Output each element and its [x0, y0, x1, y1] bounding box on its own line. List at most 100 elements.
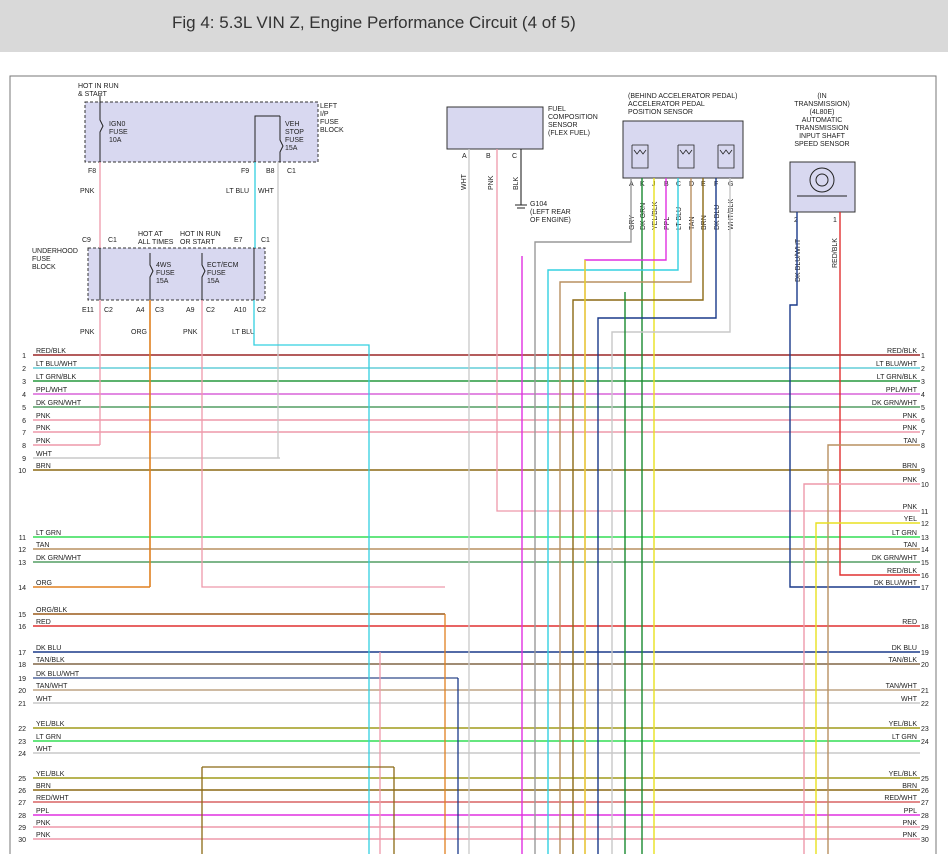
row-label: PPL	[36, 808, 49, 815]
speed-sensor-icon	[815, 173, 829, 187]
row-label: PNK	[36, 425, 51, 432]
row-label: LT GRN	[892, 734, 917, 741]
row-label: YEL	[904, 516, 917, 523]
row-number: 13	[18, 560, 26, 567]
title-bar: Fig 4: 5.3L VIN Z, Engine Performance Ci…	[0, 0, 948, 52]
row-number: 24	[18, 751, 26, 758]
row-label: DK BLU	[892, 645, 917, 652]
row-label: RED/WHT	[884, 795, 917, 802]
wire-app-G	[611, 178, 731, 854]
row-number: 9	[22, 456, 26, 463]
wire-app-D	[559, 178, 692, 854]
row-label: PPL/WHT	[886, 387, 918, 394]
row-number: 5	[921, 405, 925, 412]
row-label: LT GRN/BLK	[36, 374, 77, 381]
row-label: TAN/BLK	[36, 657, 65, 664]
wire-label: PNK	[80, 188, 95, 195]
row-number: 15	[18, 612, 26, 619]
row-label: YEL/BLK	[889, 771, 918, 778]
wire-label: LT BLU	[676, 207, 683, 230]
row-label: PNK	[903, 832, 918, 839]
input-shaft-speed-sensor	[789, 161, 856, 213]
row-label: YEL/BLK	[36, 721, 65, 728]
row-number: 6	[22, 418, 26, 425]
pin-label: 1	[833, 217, 837, 224]
row-label: DK GRN/WHT	[36, 400, 82, 407]
row-number: 24	[921, 739, 929, 746]
row-number: 11	[921, 509, 928, 516]
row-label: PNK	[36, 413, 51, 420]
wire-label: ORG	[131, 329, 147, 336]
wire-pnk	[496, 149, 920, 512]
page-title: Fig 4: 5.3L VIN Z, Engine Performance Ci…	[172, 13, 576, 32]
row-label: RED/BLK	[887, 348, 917, 355]
wire-yel	[815, 522, 920, 854]
row-number: 10	[18, 468, 26, 475]
sensor-label: TRANSMISSION	[795, 125, 848, 132]
row-number: 12	[921, 521, 929, 528]
pin-label: 2	[794, 217, 798, 224]
wire-label: YEL/BLK	[652, 201, 659, 230]
row-number: 13	[921, 535, 929, 542]
wire-label: DK BLU	[714, 205, 721, 230]
wire-label: PNK	[183, 329, 198, 336]
row-number: 20	[18, 688, 26, 695]
fuse-element	[99, 95, 104, 162]
sensor-label: (FLEX FUEL)	[548, 130, 590, 137]
row-number: 30	[921, 837, 929, 844]
row-label: LT GRN	[892, 530, 917, 537]
row-label: BRN	[36, 463, 51, 470]
fuse-block-label: UNDERHOOD	[32, 248, 78, 255]
sensor-label: SENSOR	[548, 122, 578, 129]
row-label: LT GRN	[36, 530, 61, 537]
row-label: ORG/BLK	[36, 607, 67, 614]
hot-label: HOT AT	[138, 231, 163, 238]
row-number: 18	[921, 624, 929, 631]
ground-label: G104	[530, 201, 547, 208]
sensor-label: TRANSMISSION)	[794, 101, 850, 108]
pin-label: E11	[82, 307, 94, 314]
pin-label: F8	[88, 168, 96, 175]
sensor-label: (IN	[817, 93, 826, 100]
wire-pnk	[803, 483, 920, 854]
wire-tan	[827, 444, 920, 854]
wire-label: LT BLU	[226, 188, 249, 195]
wire-label: DK GRN	[640, 203, 647, 230]
row-number: 18	[18, 662, 26, 669]
fuse-label: 15A	[285, 145, 298, 152]
row-number: 29	[921, 825, 929, 832]
sensor-element	[717, 144, 735, 169]
ground-label: (LEFT REAR	[530, 209, 571, 216]
sensor-element	[677, 144, 695, 169]
sensor-label: AUTOMATIC	[802, 117, 843, 124]
pin-label: C2	[257, 307, 266, 314]
row-label: RED	[902, 619, 917, 626]
row-number: 29	[18, 825, 26, 832]
fuse-label: FUSE	[207, 270, 226, 277]
row-label: PNK	[36, 438, 51, 445]
row-number: 15	[921, 560, 929, 567]
row-number: 20	[921, 662, 929, 669]
row-label: TAN	[36, 542, 49, 549]
wire-label: PNK	[488, 175, 495, 190]
pin-label: C1	[108, 237, 117, 244]
row-label: LT BLU/WHT	[36, 361, 78, 368]
row-number: 16	[921, 573, 929, 580]
fuse-label: FUSE	[156, 270, 175, 277]
resistor-icon	[719, 149, 733, 155]
row-number: 7	[22, 430, 26, 437]
row-number: 22	[921, 701, 929, 708]
accelerator-pedal-position-sensor	[622, 120, 744, 179]
fuse-label: 4WS	[156, 262, 172, 269]
sensor-element	[631, 144, 649, 169]
row-label: RED/WHT	[36, 795, 69, 802]
row-number: 23	[18, 739, 26, 746]
hot-label: & START	[78, 91, 108, 98]
pin-label: C3	[155, 307, 164, 314]
fuse-block-label: I/P	[320, 111, 329, 118]
row-label: PNK	[903, 504, 918, 511]
fuse-label: STOP	[285, 129, 304, 136]
wire-label: WHT/BLK	[728, 199, 735, 230]
row-number: 12	[18, 547, 26, 554]
